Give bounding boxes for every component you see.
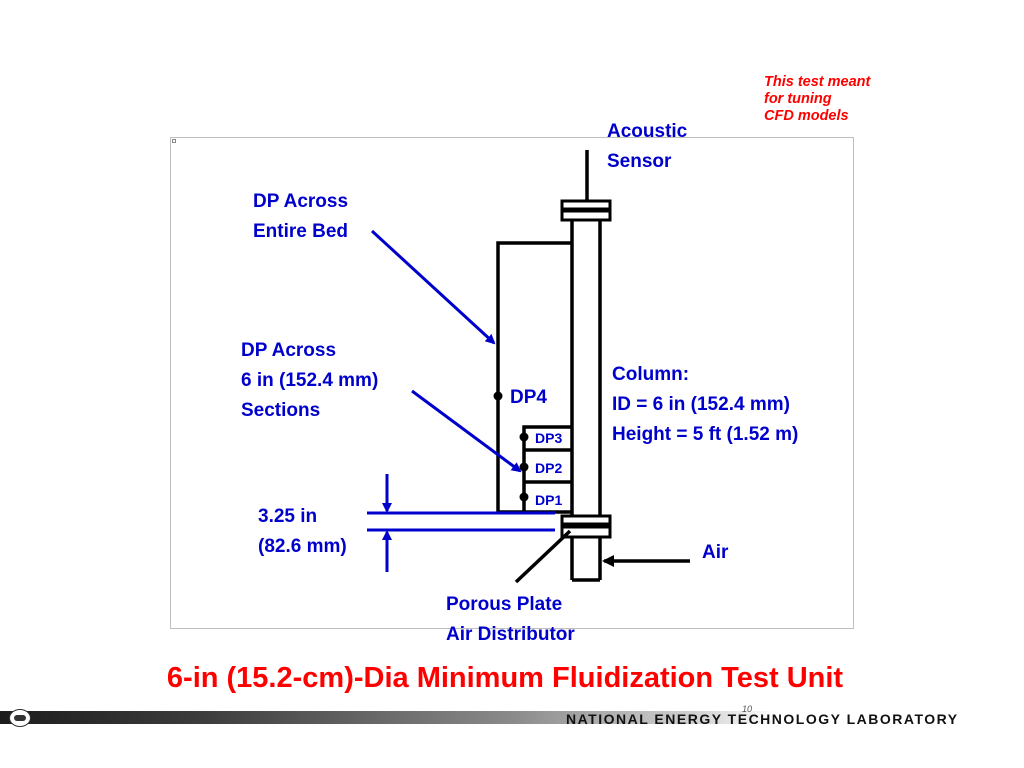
- acoustic-sensor-label: Acoustic Sensor: [607, 121, 688, 172]
- dp-entire-bed-label: DP Across Entire Bed: [253, 191, 349, 242]
- sections-arrow: [411, 389, 522, 473]
- dp4-label: DP4: [510, 387, 547, 408]
- dp2-tap-dot: [519, 462, 529, 472]
- dp3-label: DP3: [535, 430, 563, 446]
- dp1-label: DP1: [535, 492, 563, 508]
- frame-corner-mark: [172, 139, 176, 143]
- entire-bed-arrow: [370, 229, 496, 345]
- slide-title: 6-in (15.2-cm)-Dia Minimum Fluidization …: [166, 662, 844, 694]
- top-flange: [560, 199, 612, 222]
- page-number: 10: [742, 704, 753, 714]
- dp4-tap-dot: [493, 391, 503, 401]
- porous-plate-leader: [514, 529, 572, 584]
- bottom-flange: [560, 514, 612, 539]
- netl-logo-icon: [9, 709, 31, 727]
- porous-plate-label: Porous Plate Air Distributor: [446, 594, 575, 645]
- lab-name: NATIONAL ENERGY TECHNOLOGY LABORATORY: [566, 711, 959, 727]
- dp3-tap-dot: [519, 432, 529, 442]
- column-spec-label: Column: ID = 6 in (152.4 mm) Height = 5 …: [612, 364, 799, 445]
- dp-sections-label: DP Across 6 in (152.4 mm) Sections: [241, 340, 379, 421]
- footer-gradient-bar: [0, 711, 1024, 724]
- plate-height-dimension: [367, 474, 555, 572]
- dp1-tap-dot: [519, 492, 529, 502]
- air-label: Air: [702, 542, 729, 563]
- dp-section-tubing: [522, 425, 572, 512]
- dp2-label: DP2: [535, 460, 563, 476]
- plate-height-label: 3.25 in (82.6 mm): [258, 506, 347, 557]
- cfd-note: This test meant for tuning CFD models: [764, 74, 871, 124]
- diagram-frame: [170, 137, 854, 629]
